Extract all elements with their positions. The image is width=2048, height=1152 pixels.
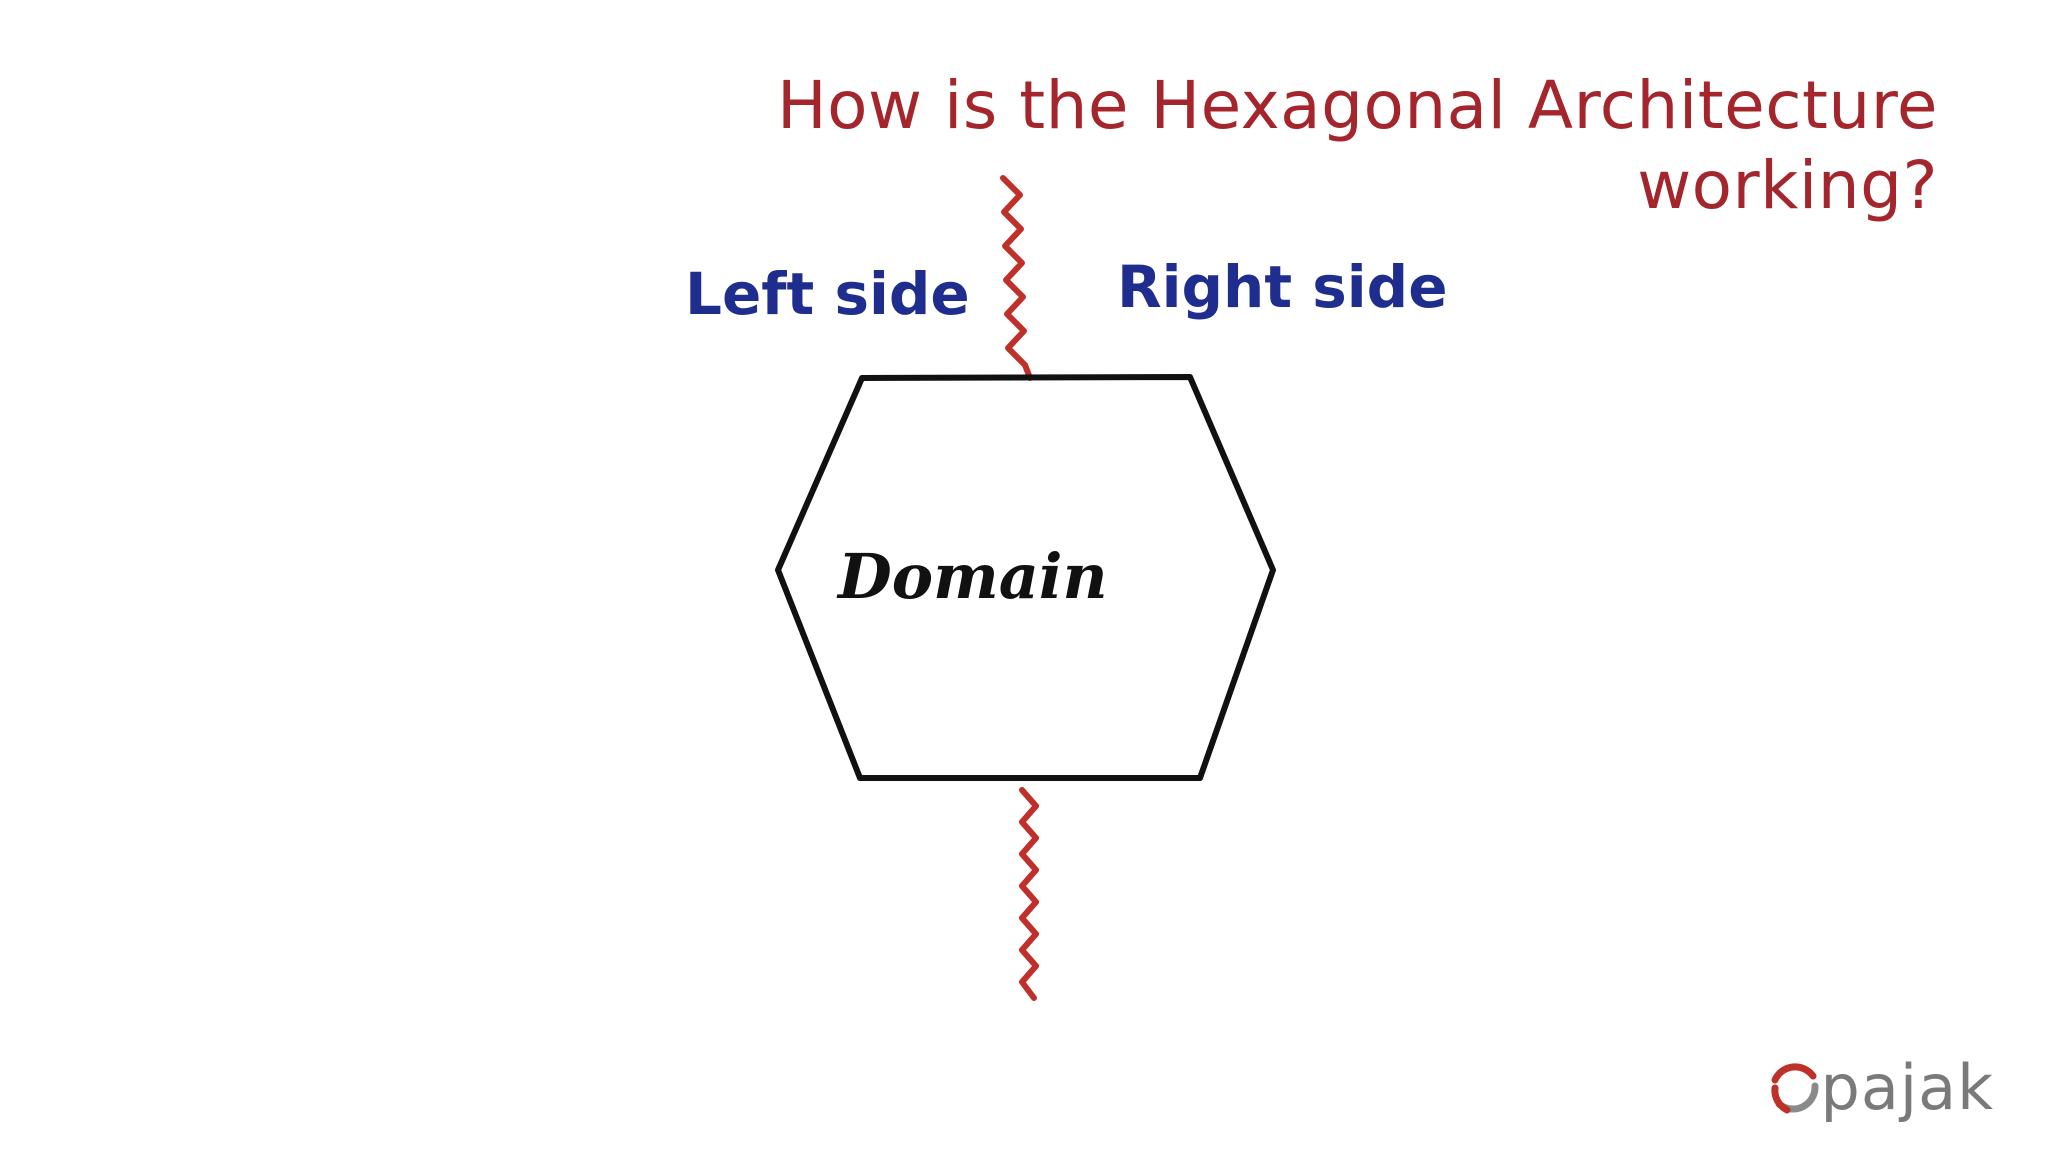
- left-side-label: Left side: [685, 260, 970, 328]
- right-side-label: Right side: [1117, 253, 1448, 321]
- logo-arc-red: [1771, 1063, 1817, 1084]
- logo-arc-red-lower: [1771, 1084, 1791, 1114]
- pajak-logo-text: pajak: [1820, 1051, 1994, 1124]
- pajak-logo-icon: [1771, 1063, 1819, 1114]
- boundary-zigzag-bottom: [1019, 787, 1039, 1001]
- domain-label: Domain: [836, 540, 1108, 613]
- title-line-2: working?: [1637, 147, 1938, 225]
- domain-hexagon: [775, 374, 1276, 781]
- title-line-1: How is the Hexagonal Architecture: [777, 67, 1938, 145]
- slide-title: How is the Hexagonal Architecture workin…: [777, 66, 1938, 226]
- boundary-zigzag-top: [1000, 175, 1033, 381]
